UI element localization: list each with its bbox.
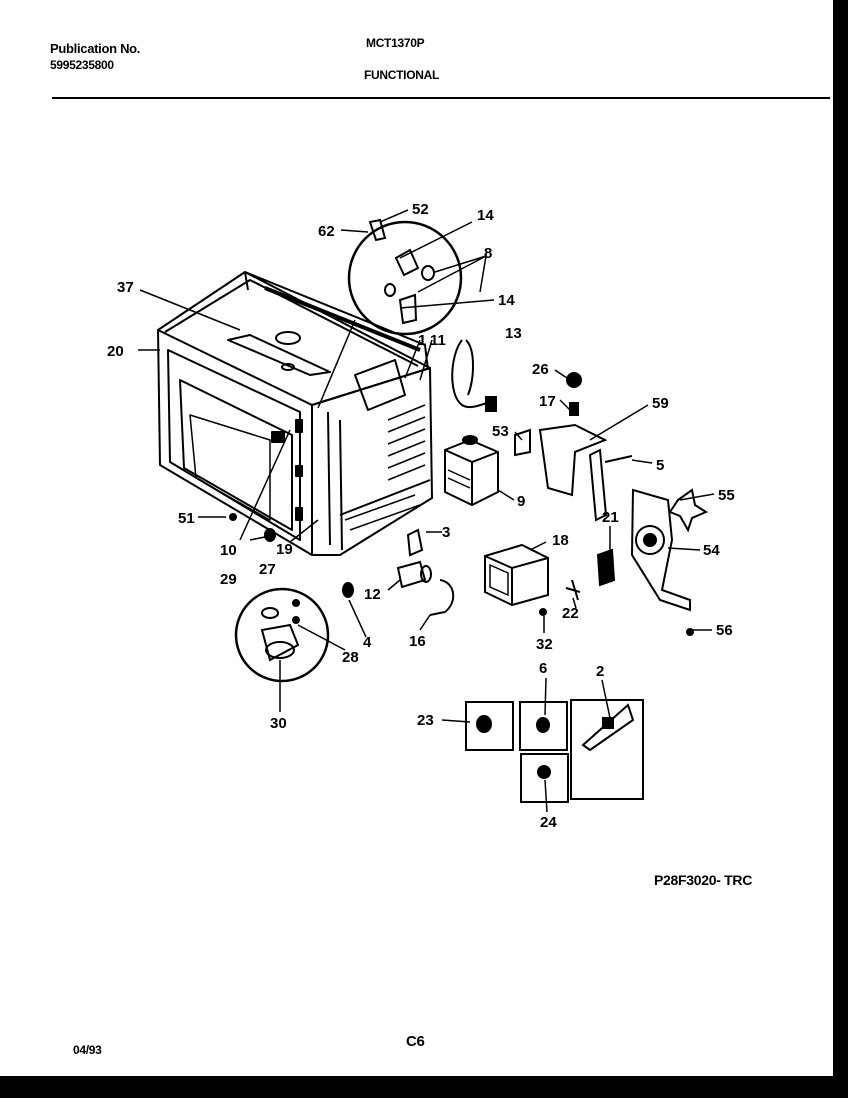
thermal-cutout xyxy=(514,428,531,457)
part-label: 12 xyxy=(364,586,381,603)
part-label: 37 xyxy=(117,279,134,296)
part-label: 6 xyxy=(539,660,547,677)
air-duct xyxy=(514,372,633,522)
capacitor xyxy=(396,560,427,589)
part-label: 30 xyxy=(270,715,287,732)
part-label: 14 xyxy=(498,292,515,309)
publication-label: Publication No. xyxy=(50,41,141,56)
switch-bracket xyxy=(596,548,616,587)
part-label: 11 xyxy=(430,332,446,349)
part-label: 10 xyxy=(220,542,237,559)
door-switch-lower xyxy=(295,507,303,521)
part-label: 9 xyxy=(517,493,525,510)
thermostat xyxy=(260,623,300,662)
label-box-24 xyxy=(520,753,569,803)
part-label: 20 xyxy=(107,343,124,360)
part-label: 59 xyxy=(652,395,669,412)
part-label: 18 xyxy=(552,532,569,549)
part-label: 14 xyxy=(477,207,494,224)
magnetron xyxy=(444,435,499,507)
part-callouts: 52 62 14 8 14 37 11 1 13 20 26 17 59 53 … xyxy=(107,201,735,831)
part-label: 24 xyxy=(540,814,557,831)
page-border-bottom xyxy=(0,1076,848,1098)
revision-date: 04/93 xyxy=(73,1043,102,1057)
part-label: 23 xyxy=(417,712,434,729)
fan-motor xyxy=(635,525,665,555)
label-box-23 xyxy=(465,701,514,751)
hinge-detail-circle xyxy=(317,218,463,409)
part-label: 19 xyxy=(276,541,293,558)
label-panels xyxy=(465,699,644,803)
part-label: 27 xyxy=(259,561,276,578)
door-latch-spring xyxy=(264,528,276,542)
door-switch-upper xyxy=(295,419,303,433)
capacitor-bracket xyxy=(406,528,424,557)
fan-shroud xyxy=(630,488,691,612)
part-label: 13 xyxy=(505,325,522,342)
publication-number: 5995235800 xyxy=(50,58,114,72)
part-label: 21 xyxy=(602,509,619,526)
part-label: 29 xyxy=(220,571,237,588)
part-label: 3 xyxy=(442,524,450,541)
label-box-2 xyxy=(570,699,644,800)
fan-screw xyxy=(686,628,694,636)
part-label: 52 xyxy=(412,201,429,218)
section-title: FUNCTIONAL xyxy=(364,68,439,82)
part-label: 8 xyxy=(484,245,492,262)
oven-cabinet xyxy=(157,271,433,556)
part-label: 62 xyxy=(318,223,335,240)
part-label: 17 xyxy=(539,393,556,410)
part-label: 1 xyxy=(418,332,426,349)
part-label: 28 xyxy=(342,649,359,666)
lamp-socket xyxy=(569,402,579,416)
door-switch-middle xyxy=(295,465,303,477)
oven-lamp xyxy=(566,372,582,388)
part-label: 16 xyxy=(409,633,426,650)
page-border-right xyxy=(833,0,848,1098)
cabinet-right-side xyxy=(311,367,433,556)
fan-assembly xyxy=(630,488,709,636)
capacitor-group xyxy=(229,513,616,616)
latch-part-lower xyxy=(398,293,418,325)
hinge-clip xyxy=(368,218,387,242)
diode xyxy=(565,579,581,601)
part-label: 2 xyxy=(596,663,604,680)
part-label: 4 xyxy=(363,634,372,651)
part-label: 26 xyxy=(532,361,549,378)
part-label: 56 xyxy=(716,622,733,639)
part-label: 54 xyxy=(703,542,720,559)
part-label: 32 xyxy=(536,636,553,653)
leader-lines xyxy=(138,209,715,813)
damper xyxy=(342,582,354,598)
thermostat-detail-circle xyxy=(234,587,330,683)
vent-slats xyxy=(387,404,426,481)
diode-wire xyxy=(429,579,455,616)
part-label: 55 xyxy=(718,487,735,504)
waveguide xyxy=(354,359,406,411)
latch-part-upper xyxy=(394,248,420,277)
screw xyxy=(229,513,237,521)
part-label: 22 xyxy=(562,605,579,622)
duct-bracket xyxy=(588,448,608,522)
part-label: 51 xyxy=(178,510,195,527)
transformer xyxy=(484,543,549,616)
label-box-6 xyxy=(519,701,568,751)
model-number: MCT1370P xyxy=(366,36,425,50)
stirrer-cover xyxy=(275,331,301,345)
drawing-code: P28F3020- TRC xyxy=(654,872,753,888)
part-label: 5 xyxy=(656,457,664,474)
wire-harness xyxy=(451,339,497,412)
header-rule xyxy=(52,97,830,99)
page-number: C6 xyxy=(406,1033,425,1050)
part-label: 53 xyxy=(492,423,509,440)
fan-blade xyxy=(668,488,709,533)
